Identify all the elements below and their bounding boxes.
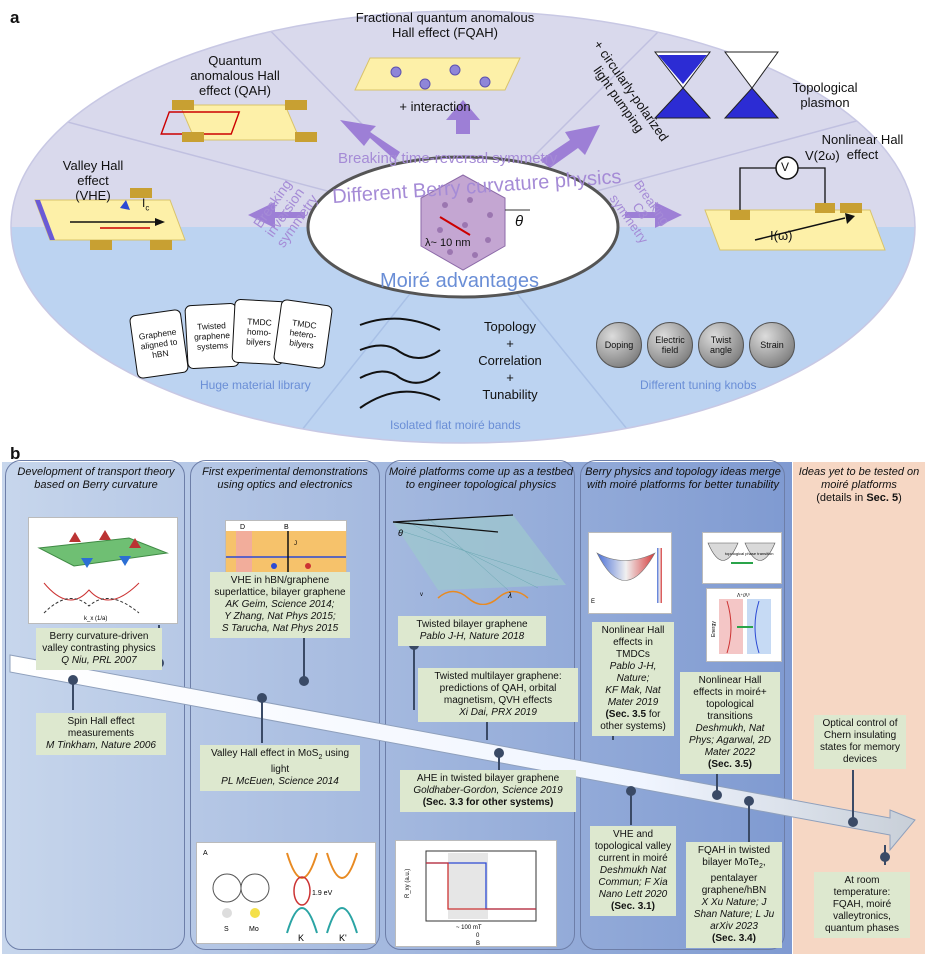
pin-head xyxy=(299,676,309,686)
interaction-label: + interaction xyxy=(399,99,471,114)
column-1-title: Development of transport theory based on… xyxy=(17,466,175,491)
ahe-figure: R_xy (a.u.) ~ 100 mT 0 B xyxy=(395,840,557,947)
note-berry-niu: Berry curvature-driven valley contrastin… xyxy=(36,628,162,670)
knob-strain: Strain xyxy=(749,322,795,368)
hall-d: D xyxy=(240,524,245,531)
qah-label: Quantum anomalous Hall effect (QAH) xyxy=(190,53,280,98)
berry-band-figure: k_x (1/a) xyxy=(28,517,178,624)
energy-figure: Energy Λ⁺/Λ⁰ xyxy=(706,588,782,662)
note-optical-control: Optical control of Chern insulating stat… xyxy=(814,715,906,769)
center-bottom-label: Moiré advantages xyxy=(380,270,539,292)
knobs-caption: Different tuning knobs xyxy=(640,378,757,392)
note-twisted-multilayer: Twisted multilayer graphene: predictions… xyxy=(418,668,578,722)
nonlinear-label: Nonlinear Hall effect xyxy=(821,132,904,162)
energy-label: Energy xyxy=(711,621,717,637)
note-nonlinear-moire: Nonlinear Hall effects in moiré+ topolog… xyxy=(680,672,780,774)
pin-head xyxy=(712,790,722,800)
vhe-label: Valley Hall effect (VHE) xyxy=(62,158,124,203)
purple-arrows xyxy=(248,100,682,228)
tbg-lambda: λ xyxy=(507,591,512,600)
column-1 xyxy=(5,460,185,950)
column-4 xyxy=(580,460,785,950)
column-5-title: Ideas yet to be tested on moiré platform… xyxy=(798,466,920,504)
mos2-a: A xyxy=(203,850,208,857)
pin xyxy=(261,698,263,743)
pin-head xyxy=(848,817,858,827)
note-vhe-hbn: VHE in hBN/graphene superlattice, bilaye… xyxy=(210,572,350,638)
hall-j: J xyxy=(294,541,297,547)
b-zero: 0 xyxy=(476,933,480,939)
hall-b: B xyxy=(284,524,289,531)
plasmon-label: Topological plasmon xyxy=(792,80,858,110)
ic-label: Ic xyxy=(142,196,150,213)
pin-head xyxy=(257,693,267,703)
tmdc-figure: E xyxy=(588,532,672,614)
column-4-title: Berry physics and topology ideas merge w… xyxy=(585,466,781,491)
mos2-kp: K' xyxy=(339,933,347,943)
berry-x-label: k_x (1/a) xyxy=(84,616,107,622)
fqah-label: Fractional quantum anomalous Hall effect… xyxy=(355,10,535,40)
pin xyxy=(852,770,854,820)
note-room-temperature: At room temperature: FQAH, moiré valleyt… xyxy=(814,872,910,938)
knob-electric-field: Electric field xyxy=(647,322,693,368)
panel-b-letter: b xyxy=(10,444,21,463)
knob-doping: Doping xyxy=(596,322,642,368)
tbg-vz: v xyxy=(420,592,423,598)
pin xyxy=(413,645,415,710)
rxy-label: R_xy (a.u.) xyxy=(405,869,411,898)
tbg-figure: θ λ v xyxy=(392,514,566,605)
column-2-title: First experimental demonstrations using … xyxy=(202,466,368,491)
mos2-mo: Mo xyxy=(249,926,259,933)
plasmon-cones xyxy=(653,51,780,119)
pin xyxy=(630,790,632,825)
tbg-theta: θ xyxy=(398,528,403,538)
panel-a-letter: a xyxy=(10,8,20,27)
voltmeter-label: V xyxy=(781,160,790,174)
flatband-text: Topology + Correlation + Tunability xyxy=(478,319,542,402)
vhe-device xyxy=(34,188,186,250)
v2w-label: V(2ω) xyxy=(805,148,840,163)
iw-label: I(ω) xyxy=(770,228,793,243)
trs-arc-label: Breaking time-reversal symmetry xyxy=(338,150,558,167)
column-3-title: Moiré platforms come up as a testbed to … xyxy=(388,466,574,491)
scale-label: λ~ 10 nm xyxy=(425,237,471,249)
panel-a-background xyxy=(10,10,916,444)
knob-twist-angle: Twist angle xyxy=(698,322,744,368)
scale-100mt: ~ 100 mT xyxy=(456,925,482,931)
nonlinear-device xyxy=(704,156,886,251)
moire-hexagon xyxy=(420,174,530,271)
mos2-ev: 1.9 eV xyxy=(312,890,333,897)
pin-head xyxy=(68,675,78,685)
mos2-k: K xyxy=(298,933,304,943)
topo-cones-figure: topological phase transition xyxy=(702,532,782,584)
pin-head xyxy=(494,748,504,758)
pin xyxy=(748,800,750,845)
mos2-figure: A S Mo 1.9 eV K K' xyxy=(196,842,376,944)
flatband-caption: Isolated flat moiré bands xyxy=(390,418,521,432)
fqah-device xyxy=(354,57,521,91)
mos2-s: S xyxy=(224,926,229,933)
qah-device xyxy=(160,100,317,142)
b-axis: B xyxy=(476,941,480,947)
pin-head xyxy=(880,852,890,862)
note-vhe-moire: VHE and topological valley current in mo… xyxy=(590,826,676,916)
pin-head xyxy=(744,796,754,806)
pin xyxy=(486,715,488,740)
topo-label: topological phase transition xyxy=(725,551,773,556)
note-fqah: FQAH in twisted bilayer MoTe2, pentalaye… xyxy=(686,842,782,948)
pin-head xyxy=(626,786,636,796)
library-caption: Huge material library xyxy=(200,378,311,392)
flat-band-curves xyxy=(359,317,441,409)
pin xyxy=(303,630,305,680)
tmdc-e: E xyxy=(591,599,595,605)
angle-label: θ xyxy=(515,213,524,230)
pin xyxy=(72,680,74,710)
lambda-ratio: Λ⁺/Λ⁰ xyxy=(737,593,750,599)
